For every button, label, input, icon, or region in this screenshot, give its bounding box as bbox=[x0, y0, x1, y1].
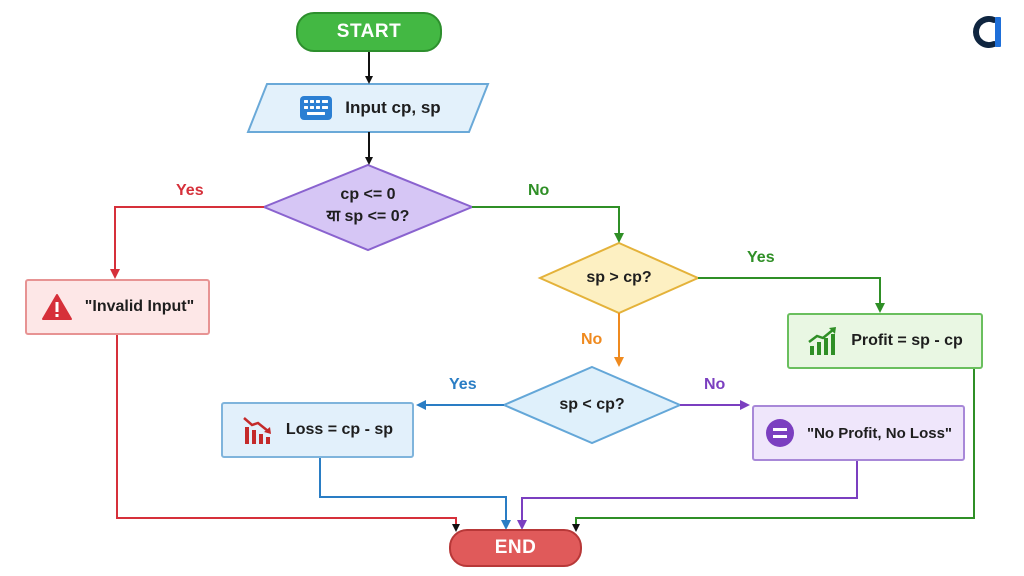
invalid-input-label: "Invalid Input" bbox=[84, 298, 195, 315]
edge-label-invalid-yes: Yes bbox=[176, 182, 204, 199]
end-terminal: END bbox=[449, 529, 582, 567]
invalid-check-diamond bbox=[261, 163, 475, 252]
warning-icon bbox=[41, 293, 73, 321]
invalid-check-text: cp <= 0 या sp <= 0? bbox=[298, 184, 438, 228]
brand-logo-icon bbox=[968, 14, 1008, 50]
start-terminal: START bbox=[296, 12, 442, 52]
trend-down-chart-icon bbox=[242, 415, 274, 445]
no-profit-box: "No Profit, No Loss" bbox=[752, 405, 965, 461]
profit-label: Profit = sp - cp bbox=[851, 332, 963, 349]
input-node: Input cp, sp bbox=[272, 88, 468, 128]
invalid-input-box: "Invalid Input" bbox=[25, 279, 210, 335]
equals-icon bbox=[765, 418, 795, 448]
arrow-invalid-to-end bbox=[116, 335, 460, 532]
profit-check-text: sp > cp? bbox=[586, 269, 652, 286]
loss-check-text: sp < cp? bbox=[559, 396, 625, 413]
start-label: START bbox=[336, 21, 402, 42]
edge-label-profit-no: No bbox=[581, 331, 603, 348]
loss-check-diamond bbox=[501, 365, 683, 445]
invalid-check-line1: cp <= 0 bbox=[340, 186, 396, 203]
arrow-loss-to-end bbox=[319, 458, 511, 530]
edge-label-invalid-no: No bbox=[528, 182, 550, 199]
arrow-profit-to-end bbox=[572, 369, 975, 532]
arrow-noprofit-to-end bbox=[517, 461, 858, 530]
arrow-invalid-yes bbox=[110, 206, 264, 279]
arrow-invalid-no bbox=[472, 206, 624, 243]
keyboard-icon bbox=[299, 95, 333, 121]
arrow-profit-yes bbox=[698, 277, 885, 313]
loss-label: Loss = cp - sp bbox=[285, 421, 394, 438]
edge-label-loss-yes: Yes bbox=[449, 376, 477, 393]
edge-label-profit-yes: Yes bbox=[747, 249, 775, 266]
no-profit-label: "No Profit, No Loss" bbox=[806, 424, 953, 442]
trend-up-chart-icon bbox=[807, 326, 839, 356]
invalid-check-line2: या sp <= 0? bbox=[326, 208, 410, 225]
profit-box: Profit = sp - cp bbox=[787, 313, 983, 369]
loss-box: Loss = cp - sp bbox=[221, 402, 414, 458]
end-label: END bbox=[494, 537, 537, 558]
edge-label-loss-no: No bbox=[704, 376, 726, 393]
input-label: Input cp, sp bbox=[345, 98, 441, 117]
